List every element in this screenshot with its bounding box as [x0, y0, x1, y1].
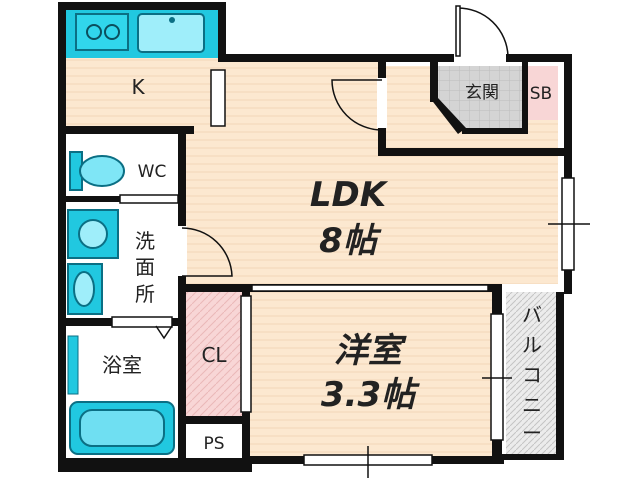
- wall: [58, 126, 194, 134]
- wall: [58, 2, 226, 10]
- wall: [378, 148, 564, 156]
- balcony-label-2: ル: [522, 333, 542, 357]
- hall-door-swing: [331, 79, 383, 131]
- ldk-size-label: 8帖: [319, 221, 382, 261]
- western-sliding-door: [251, 284, 489, 292]
- entrance-floor: [438, 66, 522, 128]
- kitchen-label: K: [131, 75, 145, 99]
- toilet-bowl: [79, 155, 125, 187]
- wall: [218, 2, 226, 60]
- hall-door-gap: [377, 78, 387, 128]
- wall: [506, 54, 572, 62]
- basin-bowl: [73, 271, 95, 307]
- wall: [178, 126, 186, 286]
- wall: [522, 62, 528, 128]
- washroom-label-2: 面: [135, 255, 155, 279]
- wall: [430, 98, 466, 134]
- pipe-space-label: PS: [203, 434, 224, 454]
- balcony-rail: [500, 454, 564, 460]
- kitchen-opening: [210, 69, 226, 127]
- washroom-label-3: 所: [135, 282, 155, 306]
- balcony-label-1: バ: [522, 303, 542, 327]
- burner-right: [104, 24, 120, 40]
- western-size-label: 3.3帖: [321, 375, 420, 415]
- wall: [218, 54, 454, 62]
- washroom-label-1: 洗: [135, 229, 155, 253]
- faucet: [169, 17, 175, 23]
- balcony-window: [490, 313, 504, 441]
- wall: [58, 2, 66, 472]
- bath-label: 浴室: [102, 353, 142, 377]
- bath-door-mark: [155, 325, 173, 340]
- wall: [430, 62, 438, 102]
- western-room-floor: [250, 290, 492, 456]
- entrance-label: 玄関: [465, 83, 499, 103]
- entrance-door-leaf: [455, 5, 461, 57]
- closet-label: CL: [201, 343, 227, 367]
- wc-door: [119, 194, 179, 204]
- burner-left: [86, 24, 102, 40]
- shoe-box-label: SB: [530, 84, 552, 104]
- room-labels: K LDK 8帖 玄関 SB WC 洗 面 所 浴室 CL 洋室 3.3帖 PS…: [102, 75, 552, 454]
- pipe-space-floor: [186, 426, 242, 458]
- balcony-label-4: ニ: [522, 393, 542, 417]
- wall: [178, 284, 186, 472]
- closet-door: [240, 295, 252, 413]
- kitchen-floor: [66, 58, 218, 128]
- bath-door: [111, 316, 173, 328]
- wall: [462, 128, 528, 134]
- washroom-door-swing: [181, 227, 233, 277]
- ldk-name-label: LDK: [310, 175, 389, 215]
- washing-drum: [78, 219, 108, 249]
- entrance-door-gap: [454, 53, 506, 63]
- shower-area: [67, 335, 79, 395]
- wc-label: WC: [138, 162, 167, 182]
- openings: [111, 5, 590, 478]
- entrance-door-swing: [457, 7, 509, 57]
- balcony-floor: [506, 292, 560, 454]
- balcony-label-3: コ: [522, 363, 542, 387]
- kitchen-sink: [137, 13, 205, 53]
- wall: [58, 458, 252, 472]
- wall: [186, 416, 246, 424]
- fixtures: [67, 13, 205, 455]
- bathtub-inner: [79, 409, 165, 447]
- balcony-label-5: ー: [522, 421, 542, 445]
- washroom-door-gap: [177, 226, 187, 276]
- wall: [564, 54, 572, 294]
- western-name-label: 洋室: [334, 331, 407, 371]
- balcony-rail: [556, 292, 564, 460]
- closet-floor: [186, 292, 242, 416]
